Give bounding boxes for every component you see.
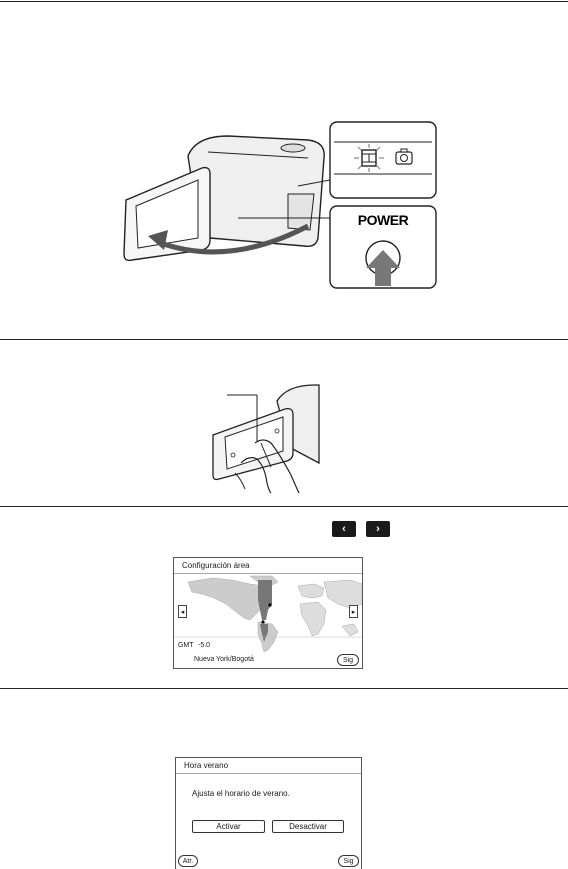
power-label: POWER [357,212,409,228]
section-divider-1 [0,339,568,340]
map-right-arrow[interactable]: ▸ [349,605,358,618]
daylight-saving-screen: Hora verano Ajusta el horario de verano.… [175,757,362,869]
bogota-marker [261,620,265,624]
gmt-offset: -5.0 [198,642,211,649]
area-screen-title: Configuración área [174,558,362,574]
area-setting-screen: Configuración área ◂ ▸ GMT -5.0 Nueva Yo… [173,557,363,669]
deactivate-button[interactable]: Desactivar [272,820,344,833]
activate-button[interactable]: Activar [192,820,265,833]
camcorder-power-illustration: POWER [118,118,440,290]
dst-prompt: Ajusta el horario de verano. [192,789,290,798]
world-map [174,574,362,652]
dst-next-button[interactable]: Sig [338,855,359,867]
back-button[interactable]: Atr. [178,855,198,867]
camcorder-illustration [123,121,437,289]
new-york-marker [268,603,272,607]
section-divider-2 [0,506,568,507]
section-divider-3 [0,688,568,689]
top-rule [0,1,568,2]
touch-screen-illustration [205,383,323,495]
next-key-icon: › [366,521,390,537]
gmt-label: GMT [178,642,194,649]
map-left-arrow[interactable]: ◂ [178,605,187,618]
previous-key-icon: ‹ [332,521,356,537]
selected-city: Nueva York/Bogotá [194,656,254,663]
next-button[interactable]: Sig [337,654,359,666]
dst-screen-title: Hora verano [176,758,361,774]
